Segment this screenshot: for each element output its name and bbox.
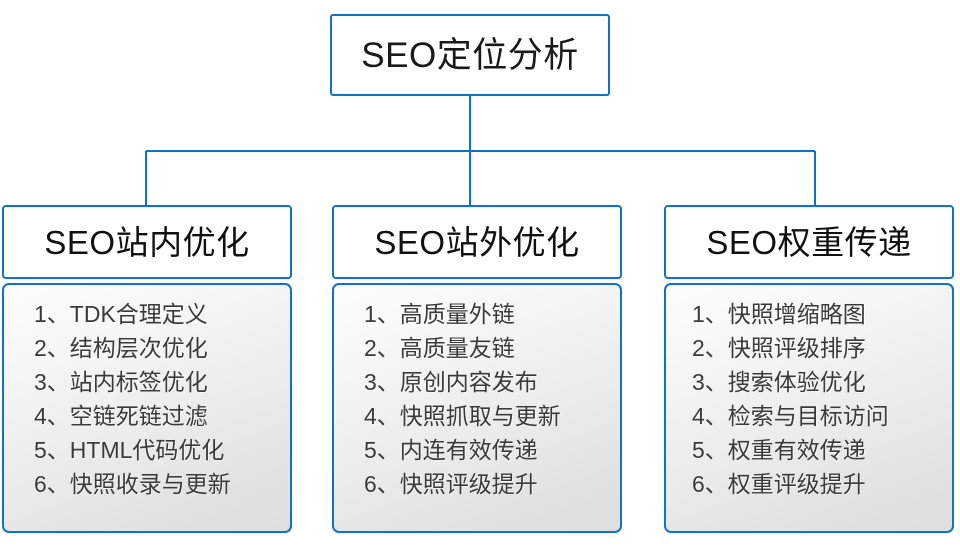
root-node[interactable]: SEO定位分析 bbox=[330, 14, 610, 96]
branch-header-title-2: SEO站外优化 bbox=[374, 223, 580, 261]
list-item: 6、快照评级提升 bbox=[364, 471, 538, 497]
list-item: 2、高质量友链 bbox=[364, 335, 515, 361]
list-item: 3、原创内容发布 bbox=[364, 369, 538, 395]
list-item: 1、TDK合理定义 bbox=[34, 301, 208, 327]
branch-header-2[interactable]: SEO站外优化 bbox=[332, 205, 622, 279]
branch-header-title-1: SEO站内优化 bbox=[44, 223, 250, 261]
list-item: 4、快照抓取与更新 bbox=[364, 403, 561, 429]
branch-column-2: SEO站外优化 1、高质量外链 2、高质量友链 3、原创内容发布 4、快照抓取与… bbox=[332, 205, 622, 533]
branch-list-1: 1、TDK合理定义 2、结构层次优化 3、站内标签优化 4、空链死链过滤 5、H… bbox=[2, 283, 292, 533]
list-item: 2、快照评级排序 bbox=[692, 335, 866, 361]
list-item: 2、结构层次优化 bbox=[34, 335, 208, 361]
list-item: 5、HTML代码优化 bbox=[34, 437, 225, 463]
list-item: 6、快照收录与更新 bbox=[34, 471, 231, 497]
branch-list-3: 1、快照增缩略图 2、快照评级排序 3、搜索体验优化 4、检索与目标访问 5、权… bbox=[664, 283, 954, 533]
branch-list-2: 1、高质量外链 2、高质量友链 3、原创内容发布 4、快照抓取与更新 5、内连有… bbox=[332, 283, 622, 533]
branch-column-1: SEO站内优化 1、TDK合理定义 2、结构层次优化 3、站内标签优化 4、空链… bbox=[2, 205, 292, 533]
list-item: 3、站内标签优化 bbox=[34, 369, 208, 395]
list-item: 4、检索与目标访问 bbox=[692, 403, 889, 429]
list-item: 1、快照增缩略图 bbox=[692, 301, 866, 327]
root-node-title: SEO定位分析 bbox=[361, 35, 579, 75]
list-item: 4、空链死链过滤 bbox=[34, 403, 208, 429]
branch-column-3: SEO权重传递 1、快照增缩略图 2、快照评级排序 3、搜索体验优化 4、检索与… bbox=[664, 205, 954, 533]
list-item: 6、权重评级提升 bbox=[692, 471, 866, 497]
branch-header-3[interactable]: SEO权重传递 bbox=[664, 205, 954, 279]
list-item: 5、权重有效传递 bbox=[692, 437, 866, 463]
list-item: 1、高质量外链 bbox=[364, 301, 515, 327]
branch-header-1[interactable]: SEO站内优化 bbox=[2, 205, 292, 279]
list-item: 5、内连有效传递 bbox=[364, 437, 538, 463]
list-item: 3、搜索体验优化 bbox=[692, 369, 866, 395]
branch-header-title-3: SEO权重传递 bbox=[706, 223, 912, 261]
